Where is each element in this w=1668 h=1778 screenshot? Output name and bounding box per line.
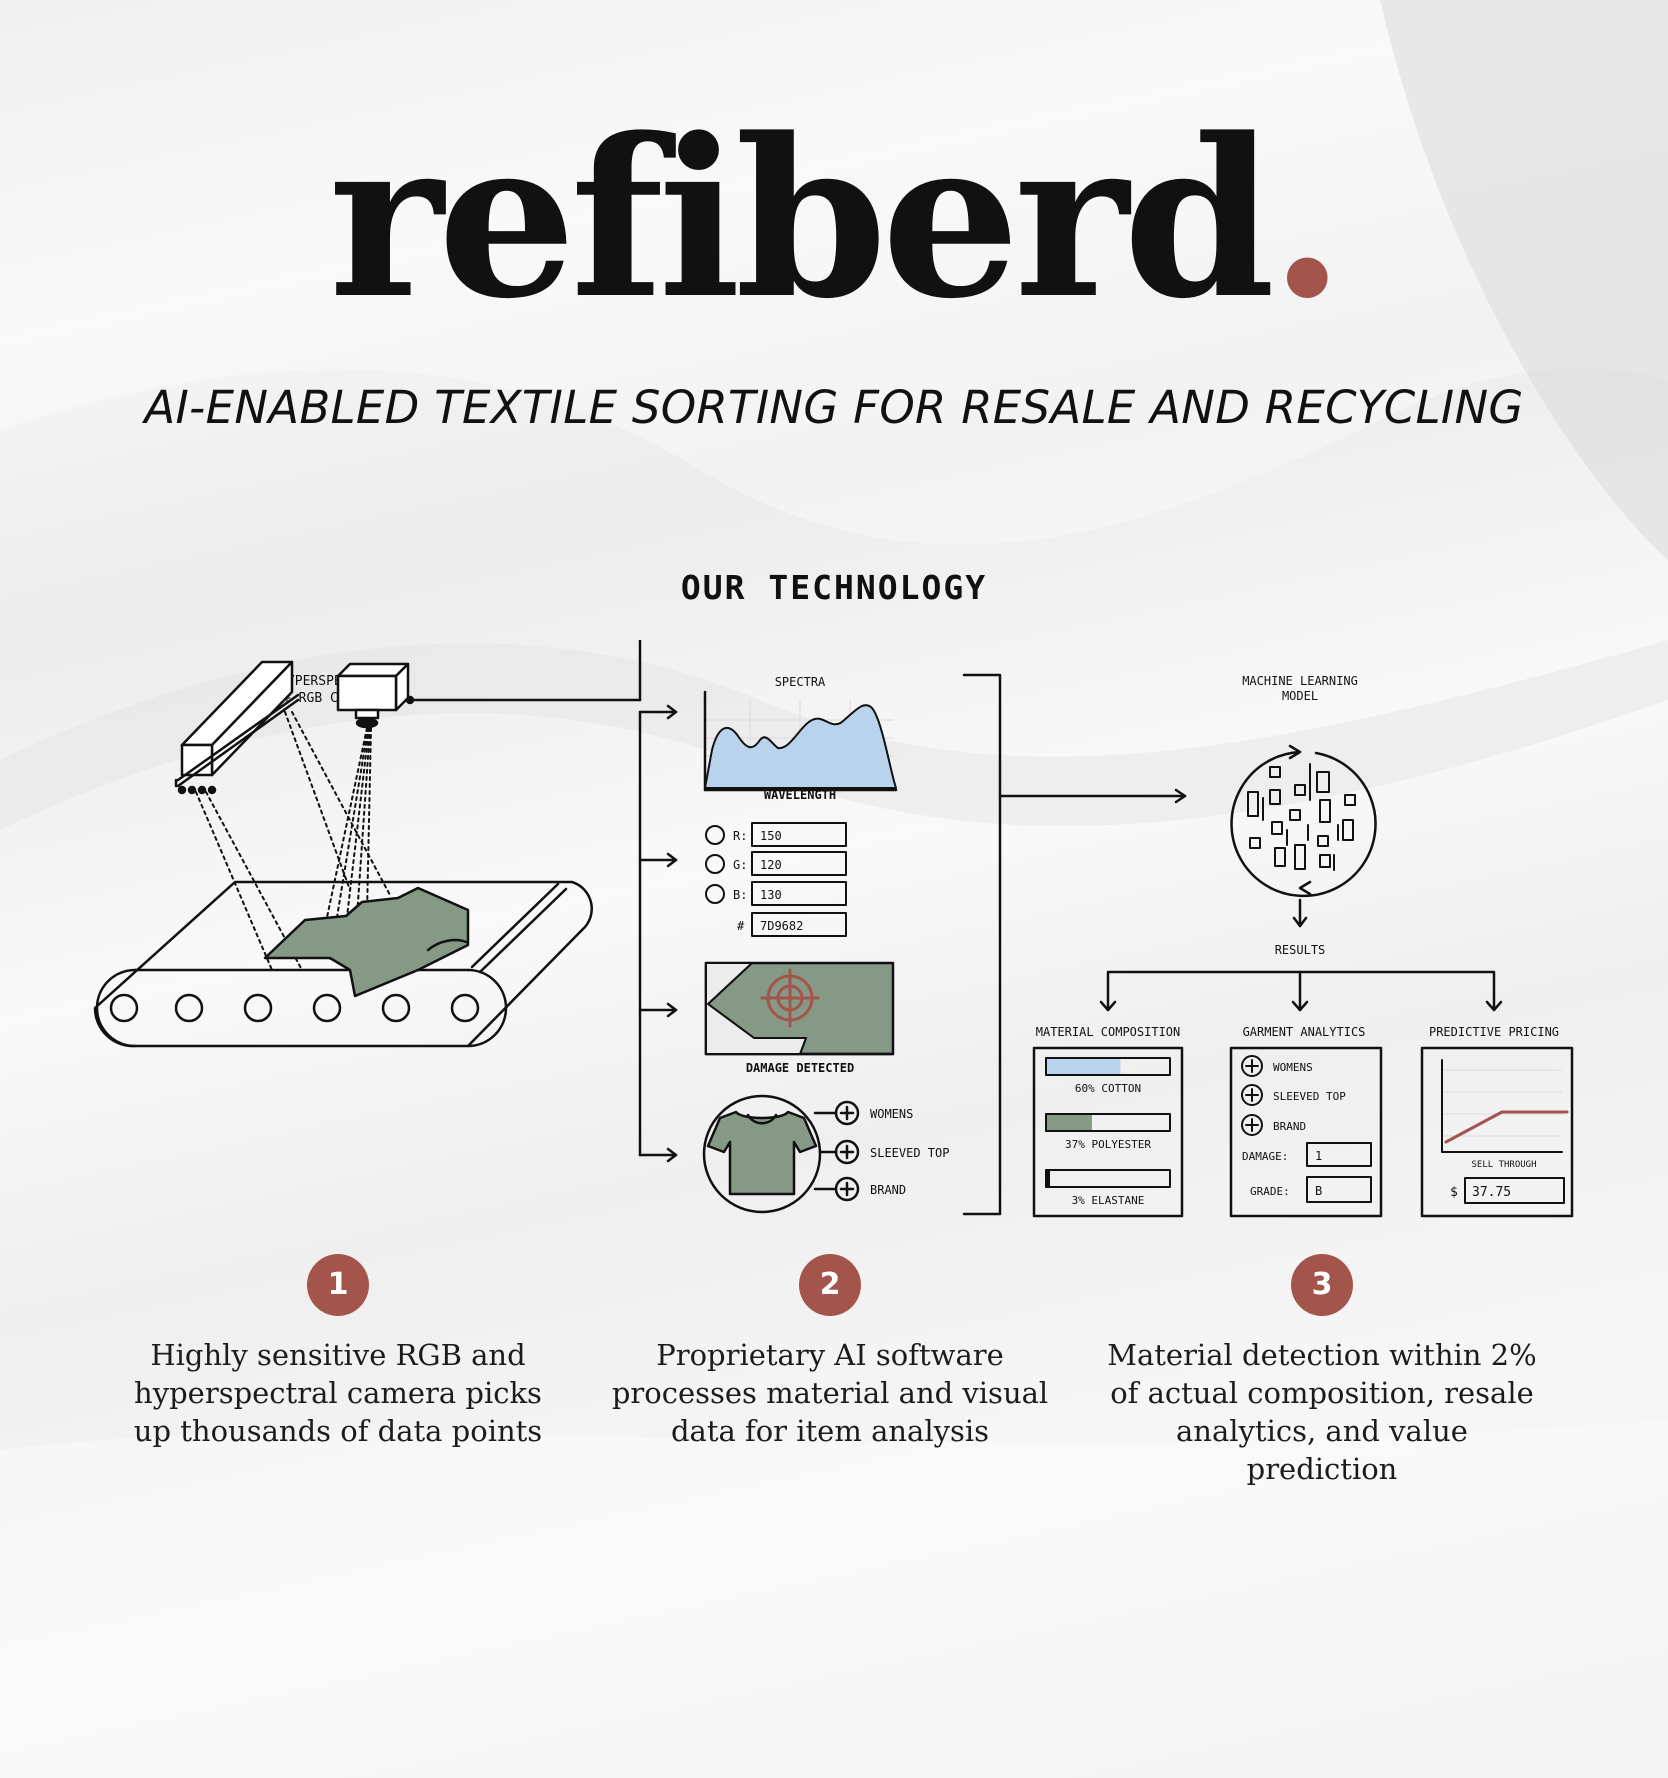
section-title: OUR TECHNOLOGY [680, 568, 988, 607]
composition-bar-frame [1045, 1169, 1171, 1188]
step-3-badge: 3 [1291, 1254, 1353, 1316]
grade-field [1306, 1176, 1372, 1203]
garment-tag-sleeved-top: SLEEVED TOP [870, 1146, 949, 1160]
composition-bar-label: 60% COTTON [1075, 1082, 1141, 1095]
analytics-tag-sleeved-top: SLEEVED TOP [1273, 1090, 1346, 1103]
spectra-curve [704, 704, 897, 789]
grade-label: GRADE: [1250, 1185, 1290, 1198]
plus-icon [1241, 1084, 1263, 1106]
rgb-g-field [751, 851, 847, 876]
step-2-badge: 2 [799, 1254, 861, 1316]
composition-bar-frame [1045, 1057, 1171, 1076]
price-value: 37.75 [1472, 1185, 1511, 1200]
composition-bar-label: 3% ELASTANE [1072, 1194, 1145, 1207]
damage-value: 1 [1315, 1149, 1322, 1163]
plus-icon [1241, 1114, 1263, 1136]
sell-through-curve [1444, 1110, 1569, 1144]
logo-dot: . [1269, 91, 1345, 347]
hyperspectral-camera-icon [174, 660, 300, 795]
rgb-hex-value: 7D9682 [760, 919, 803, 933]
step-3-text: Material detection within 2% of actual c… [1107, 1338, 1537, 1486]
spectra-title: SPECTRA [775, 675, 826, 689]
composition-bar-fill [1046, 1058, 1121, 1075]
garment-tag-brand: BRAND [870, 1183, 906, 1197]
ml-label-line2: MODEL [1282, 689, 1318, 703]
damage-label: DAMAGE DETECTED [746, 1061, 854, 1075]
pricing-xlabel: SELL THROUGH [1471, 1160, 1536, 1170]
logo-text: refiberd [328, 91, 1276, 347]
garment-on-belt-icon [263, 886, 470, 998]
brand-logo: refiberd. [0, 110, 1668, 328]
damage-target-icon [760, 968, 820, 1028]
plus-icon [834, 1176, 860, 1202]
garment-analytics-title: GARMENT ANALYTICS [1243, 1025, 1366, 1039]
step-2-text: Proprietary AI software processes materi… [611, 1338, 1049, 1448]
rgb-hex-field [751, 912, 847, 937]
plus-icon [1241, 1055, 1263, 1077]
composition-bar-fill [1046, 1170, 1050, 1187]
analysis-bracket [962, 673, 1187, 1216]
rgb-b-value: 130 [760, 888, 782, 902]
damage-detection-panel: DAMAGE DETECTED [704, 961, 895, 1075]
rgb-hex-label: # [737, 919, 745, 933]
analytics-tag-womens: WOMENS [1273, 1061, 1313, 1074]
composition-bar-frame [1045, 1113, 1171, 1132]
material-composition-card: MATERIAL COMPOSITION 60% COTTON 37% POLYE… [1032, 1025, 1184, 1218]
results-label: RESULTS [1275, 943, 1326, 957]
rgb-b-field [751, 881, 847, 906]
step-1-text: Highly sensitive RGB and hyperspectral c… [133, 1338, 543, 1448]
spectra-xlabel: WAVELENGTH [764, 788, 836, 802]
ml-model-icon [1230, 750, 1377, 898]
tagline: AI-ENABLED TEXTILE SORTING FOR RESALE AN… [144, 381, 1524, 434]
currency-symbol: $ [1450, 1185, 1458, 1200]
rgb-g-value: 120 [760, 858, 782, 872]
ml-label-line1: MACHINE LEARNING [1242, 674, 1358, 688]
damage-label: DAMAGE: [1242, 1150, 1288, 1163]
predictive-pricing-card: PREDICTIVE PRICING SELL THROUGH $ 37.75 [1420, 1025, 1574, 1218]
rgb-r-value: 150 [760, 829, 782, 843]
price-field [1464, 1177, 1565, 1204]
garment-classification: WOMENS SLEEVED TOP BRAND [702, 1094, 949, 1214]
spectra-chart: SPECTRA WAVELENGTH [703, 675, 898, 802]
grade-value: B [1315, 1184, 1322, 1198]
technology-diagram: HYPERSPECTRAL + RGB CAMERA [93, 640, 1574, 1218]
input-branch-connector [638, 640, 678, 1163]
composition-bar-label: 37% POLYESTER [1065, 1138, 1151, 1151]
ml-model: MACHINE LEARNING MODEL RESULTS [1099, 674, 1503, 1012]
rgb-camera-icon [336, 662, 642, 729]
rgb-b-label: B: [733, 888, 747, 902]
rgb-g-label: G: [733, 858, 747, 872]
plus-icon [834, 1100, 860, 1126]
composition-bar-fill [1046, 1114, 1092, 1131]
damage-field [1306, 1142, 1372, 1167]
analytics-tag-brand: BRAND [1273, 1120, 1306, 1133]
rgb-readout: R: 150 G: 120 B: 130 # 7D9682 [705, 822, 847, 937]
material-composition-title: MATERIAL COMPOSITION [1036, 1025, 1181, 1039]
predictive-pricing-title: PREDICTIVE PRICING [1429, 1025, 1559, 1039]
step-1-badge: 1 [307, 1254, 369, 1316]
garment-analytics-card: GARMENT ANALYTICS WOMENS SLEEVED TOP BRA… [1229, 1025, 1383, 1218]
garment-tag-womens: WOMENS [870, 1107, 913, 1121]
camera-conveyor-illustration: HYPERSPECTRAL + RGB CAMERA [93, 660, 642, 1048]
rgb-r-field [751, 822, 847, 847]
plus-icon [834, 1139, 860, 1165]
rgb-r-label: R: [733, 829, 747, 843]
